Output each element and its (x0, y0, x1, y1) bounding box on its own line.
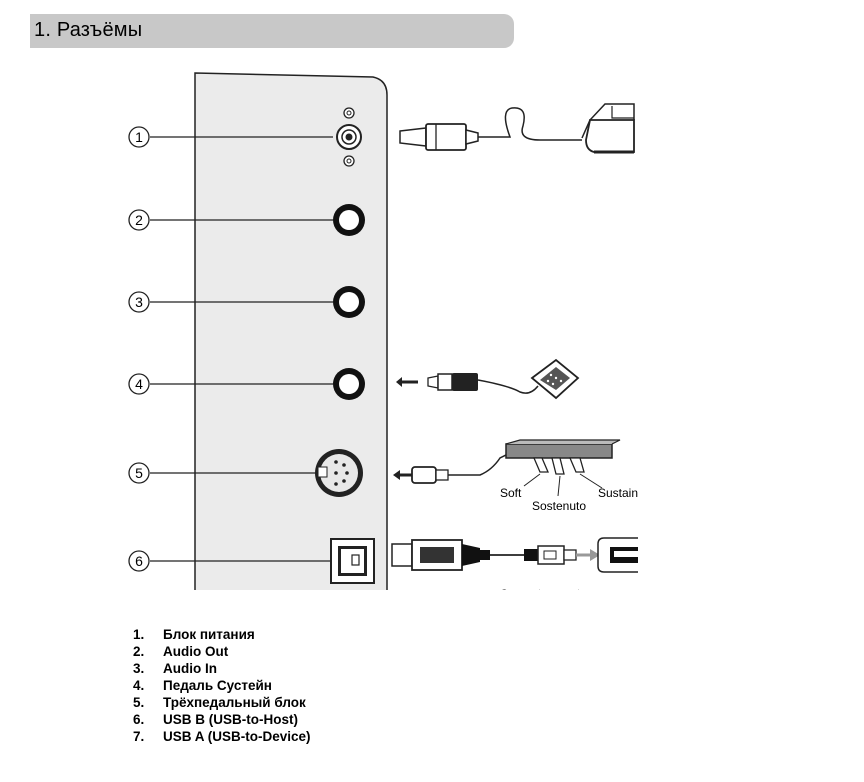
usb-cable-icon: Connect computer (391, 537, 638, 600)
legend-item: 6.USB B (USB-to-Host) (133, 712, 298, 727)
connector-legend: 1.Блок питания 2.Audio Out 3.Audio In 4.… (133, 626, 311, 745)
connector-diagram: 1 2 3 4 5 6 (128, 72, 638, 600)
svg-text:5: 5 (135, 465, 143, 481)
callout-4: 4 (128, 373, 150, 395)
svg-text:1: 1 (135, 129, 143, 145)
pedal-din-jack (315, 449, 363, 497)
pedal-label-sustain: Sustain (598, 486, 638, 500)
legend-item: 3.Audio In (133, 661, 217, 676)
audio-out-jack (333, 204, 365, 236)
section-title: 1. Разъёмы (34, 19, 143, 41)
sustain-jack (333, 368, 365, 400)
section-header: 1. Разъёмы (30, 14, 514, 48)
sustain-pedal-icon (396, 358, 580, 400)
pedal-label-sostenuto: Sostenuto (532, 499, 586, 513)
callout-3: 3 (128, 291, 150, 313)
legend-item: 1.Блок питания (133, 627, 255, 642)
callout-5: 5 (128, 462, 150, 484)
dc-power-jack (336, 107, 362, 167)
svg-text:6: 6 (135, 553, 143, 569)
legend-item: 7.USB A (USB-to-Device) (133, 729, 311, 744)
connect-caption: Connect computer (500, 588, 590, 600)
svg-text:2: 2 (135, 212, 143, 228)
legend-item: 4.Педаль Сустейн (133, 678, 272, 693)
svg-text:4: 4 (135, 376, 143, 392)
triple-pedal-icon: Soft Sostenuto Sustain (393, 439, 638, 513)
legend-item: 2.Audio Out (133, 644, 229, 659)
power-adapter-icon (399, 103, 635, 154)
rear-panel (194, 72, 388, 590)
callout-2: 2 (128, 209, 150, 231)
legend-item: 5.Трёхпедальный блок (133, 695, 306, 710)
usb-b-port (330, 538, 375, 584)
pedal-label-soft: Soft (500, 486, 522, 500)
callout-1: 1 (128, 126, 150, 148)
svg-text:3: 3 (135, 294, 143, 310)
audio-in-jack (333, 286, 365, 318)
callout-6: 6 (128, 550, 150, 572)
